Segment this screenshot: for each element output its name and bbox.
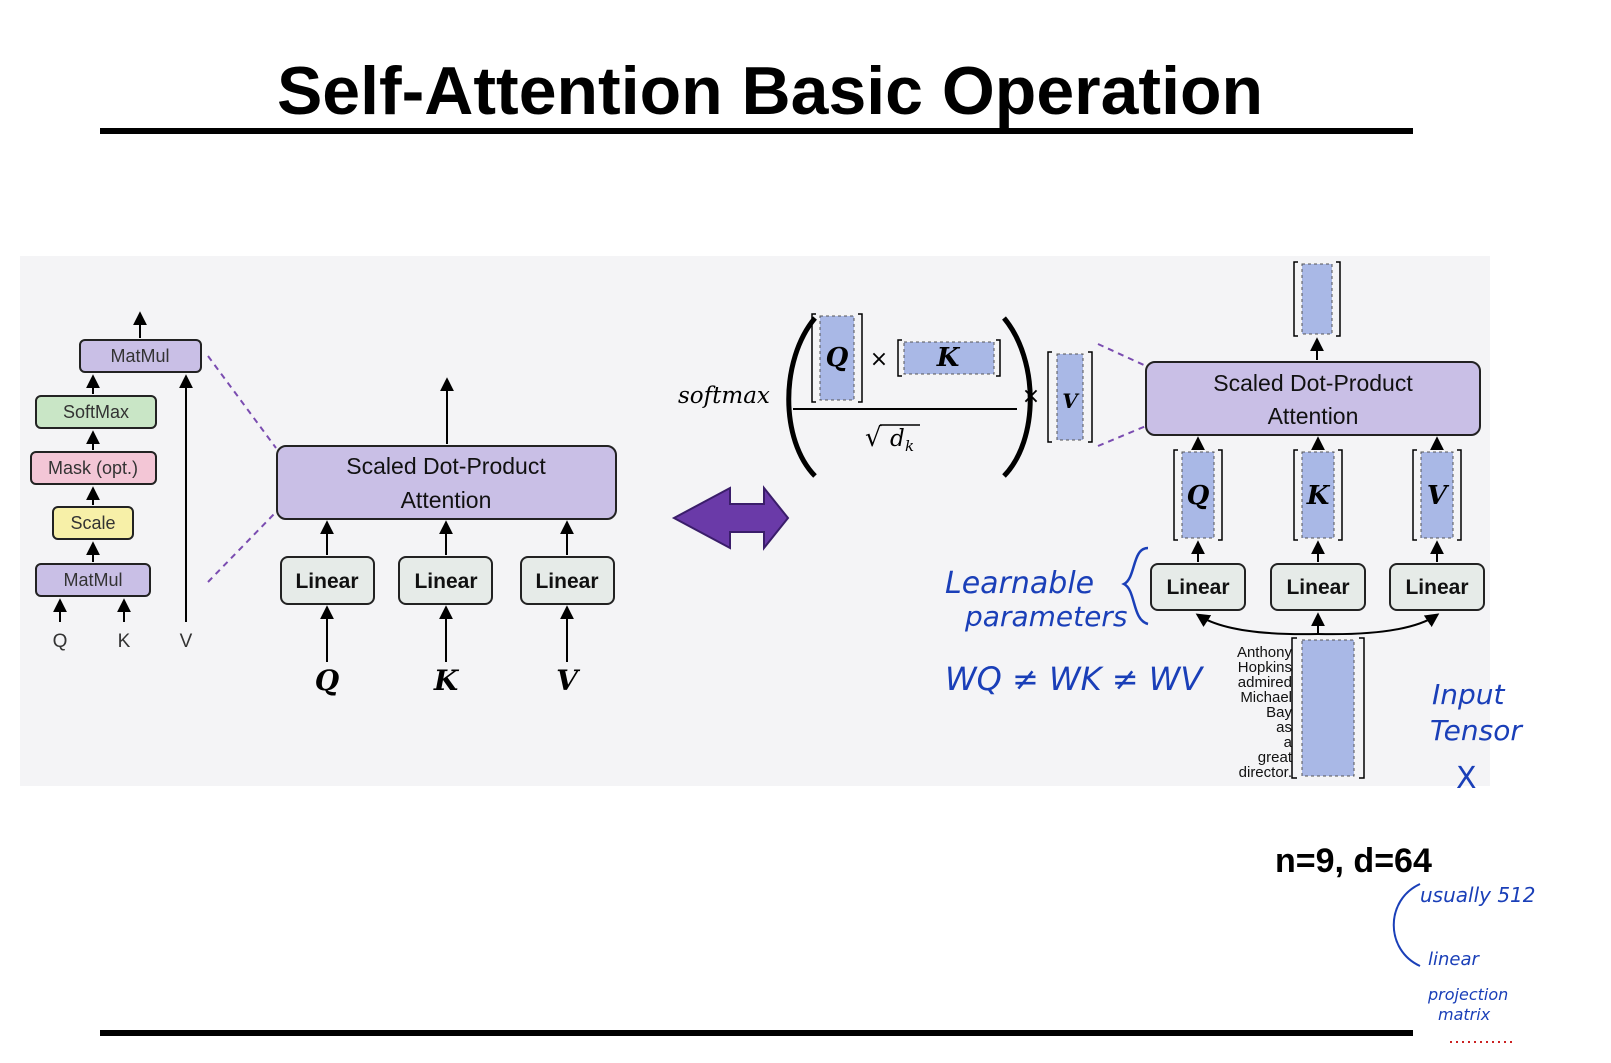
formula-dk: d xyxy=(890,426,905,452)
dimension-label: n=9, d=64 xyxy=(1275,842,1432,880)
token-0: Anthony xyxy=(1237,644,1293,661)
formula-q: Q xyxy=(826,343,849,373)
formula-sqrt: √ xyxy=(865,423,882,453)
right-sdpa-line2: Attention xyxy=(1268,403,1359,429)
right-linear-k-label: Linear xyxy=(1286,576,1349,599)
input-tensor xyxy=(1301,639,1355,777)
output-tensor xyxy=(1301,263,1333,335)
right-sdpa-box xyxy=(1145,361,1481,436)
equivalence-double-arrow xyxy=(671,485,790,551)
formula-q-tensor xyxy=(819,315,855,401)
scale-block xyxy=(52,506,134,540)
left-linear-k-label: Linear xyxy=(414,570,477,593)
attention-stack: MatMul SoftMax Mask (opt.) Scale MatMul … xyxy=(30,311,277,652)
mask-label: Mask (opt.) xyxy=(48,458,138,478)
right-linear-q xyxy=(1150,563,1246,611)
formula-v-tensor xyxy=(1056,353,1084,441)
token-1: Hopkins xyxy=(1238,659,1292,676)
title-underline xyxy=(100,128,1413,134)
formula-zoom-top xyxy=(1097,343,1147,367)
token-2: admired xyxy=(1238,674,1292,691)
right-linear-q-label: Linear xyxy=(1166,576,1229,599)
token-7: great xyxy=(1258,749,1293,766)
softmax-block xyxy=(35,395,157,429)
right-v-label: V xyxy=(1427,481,1450,511)
stack-input-v: V xyxy=(180,631,193,652)
left-sdpa-line1: Scaled Dot-Product xyxy=(346,453,546,479)
left-input-k: K xyxy=(433,664,460,697)
zoom-line-top xyxy=(207,355,277,449)
matmul-bottom-label: MatMul xyxy=(63,570,122,590)
token-8: director. xyxy=(1239,764,1292,781)
right-linear-v xyxy=(1389,563,1485,611)
left-linear-v-label: Linear xyxy=(535,570,598,593)
note-tensor: Tensor xyxy=(1430,714,1523,747)
formula-dk-sub: k xyxy=(905,437,914,455)
note-x: X xyxy=(1456,761,1477,796)
token-4: Bay xyxy=(1266,704,1292,721)
formula-zoom-bottom xyxy=(1097,425,1147,447)
handwritten-notes: Learnable parameters WQ ≠ WK ≠ WV Input … xyxy=(945,546,1536,1043)
note-parameters: parameters xyxy=(964,600,1127,633)
right-linear-v-label: Linear xyxy=(1405,576,1468,599)
right-attention-block: Scaled Dot-Product Attention Q K V Linea… xyxy=(1145,261,1485,781)
note-matrix: matrix xyxy=(1438,1005,1491,1024)
matmul-bottom-block xyxy=(35,563,151,597)
right-sdpa-line1: Scaled Dot-Product xyxy=(1213,370,1413,396)
note-weights: WQ ≠ WK ≠ WV xyxy=(945,660,1204,698)
left-linear-v xyxy=(520,556,615,605)
zoom-line-bottom xyxy=(207,511,277,583)
left-attention-block: Scaled Dot-Product Attention Linear Line… xyxy=(276,377,617,697)
mask-block xyxy=(30,451,157,485)
note-linear: linear xyxy=(1428,949,1481,970)
right-k-label: K xyxy=(1306,481,1331,511)
attention-formula: softmax Q × K √ d k × V xyxy=(678,313,1147,478)
left-linear-q-label: Linear xyxy=(295,570,358,593)
formula-k-tensor xyxy=(903,341,995,375)
note-input: Input xyxy=(1432,678,1506,711)
left-input-v: V xyxy=(556,664,581,697)
bottom-rule xyxy=(100,1030,1413,1036)
left-sdpa-line2: Attention xyxy=(401,487,492,513)
left-sdpa-box xyxy=(276,445,617,520)
softmax-label: SoftMax xyxy=(63,402,129,422)
left-linear-k xyxy=(398,556,493,605)
right-qkv-tensors xyxy=(1173,449,1462,541)
formula-times-2: × xyxy=(1022,384,1040,409)
note-projection: projection xyxy=(1427,985,1508,1004)
right-linear-k xyxy=(1270,563,1366,611)
left-linear-q xyxy=(280,556,375,605)
matmul-top-label: MatMul xyxy=(110,346,169,366)
formula-k: K xyxy=(936,343,961,373)
right-q-label: Q xyxy=(1187,481,1210,511)
formula-times-1: × xyxy=(870,347,888,372)
note-usually: usually 512 xyxy=(1420,883,1536,907)
scale-label: Scale xyxy=(70,513,115,533)
token-6: a xyxy=(1284,734,1293,751)
matmul-top-block xyxy=(79,339,202,373)
slide-title: Self-Attention Basic Operation xyxy=(276,53,1264,129)
stack-input-q: Q xyxy=(53,631,68,652)
left-input-q: Q xyxy=(315,664,339,697)
input-sentence: Anthony Hopkins admired Michael Bay as a… xyxy=(1237,644,1293,781)
note-learnable: Learnable xyxy=(945,566,1094,601)
token-3: Michael xyxy=(1240,689,1292,706)
stack-input-k: K xyxy=(118,631,131,652)
formula-softmax: softmax xyxy=(678,383,770,409)
formula-v: V xyxy=(1062,389,1080,413)
token-5: as xyxy=(1276,719,1292,736)
